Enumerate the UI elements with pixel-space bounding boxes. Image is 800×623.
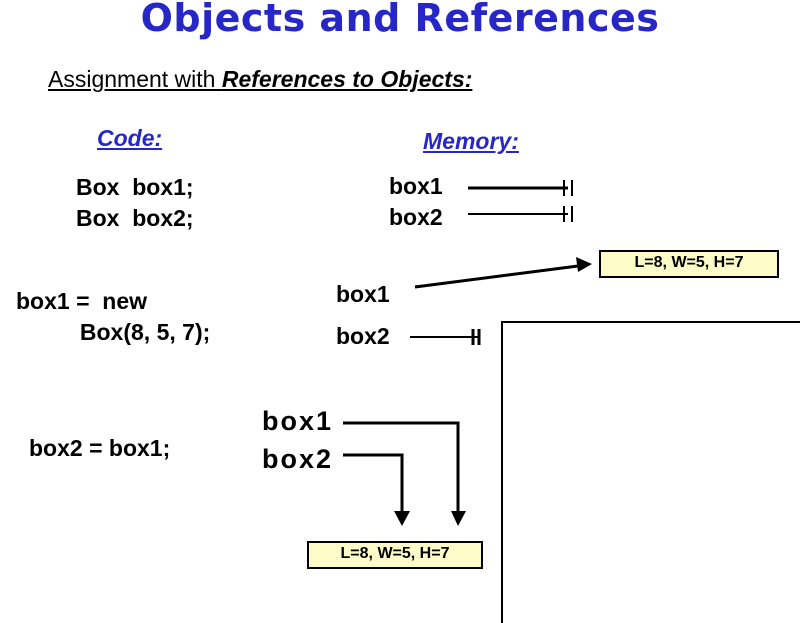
- subtitle: Assignment with References to Objects:: [48, 66, 472, 93]
- subtitle-prefix: Assignment with: [48, 66, 222, 92]
- memory-heading: Memory:: [423, 128, 519, 154]
- declaration-box1: Box box1;: [76, 174, 194, 200]
- null-ref-box2: [468, 206, 573, 222]
- subtitle-emphasis: References to Objects:: [221, 66, 473, 92]
- assign-new-line2: Box(8, 5, 7);: [16, 319, 211, 345]
- ref-arrow-box1-to-object: [414, 257, 592, 289]
- code-heading: Code:: [97, 125, 163, 151]
- memory-var-box1: box1: [389, 173, 443, 199]
- memory-var-box2: box2: [389, 204, 443, 230]
- ref-arrow-box2-section3: [343, 453, 410, 526]
- memory3-var-box2: box2: [262, 444, 334, 474]
- reference-arrows: [343, 180, 592, 526]
- box-object-section2: L=8, W=5, H=7: [599, 250, 779, 278]
- declaration-box2: Box box2;: [76, 205, 194, 231]
- null-ref-box1: [468, 180, 573, 196]
- memory3-var-box1: box1: [262, 406, 334, 436]
- null-ref-box2-section2: [410, 329, 481, 345]
- ref-arrow-box1-section3: [343, 421, 466, 526]
- memory2-var-box2: box2: [336, 323, 390, 349]
- empty-frame: [501, 321, 800, 623]
- assign-alias: box2 = box1;: [29, 435, 171, 461]
- assign-new-line1: box1 = new: [16, 288, 148, 314]
- page-title: Objects and References: [140, 0, 660, 40]
- box-object-section3: L=8, W=5, H=7: [307, 541, 483, 569]
- memory2-var-box1: box1: [336, 281, 390, 307]
